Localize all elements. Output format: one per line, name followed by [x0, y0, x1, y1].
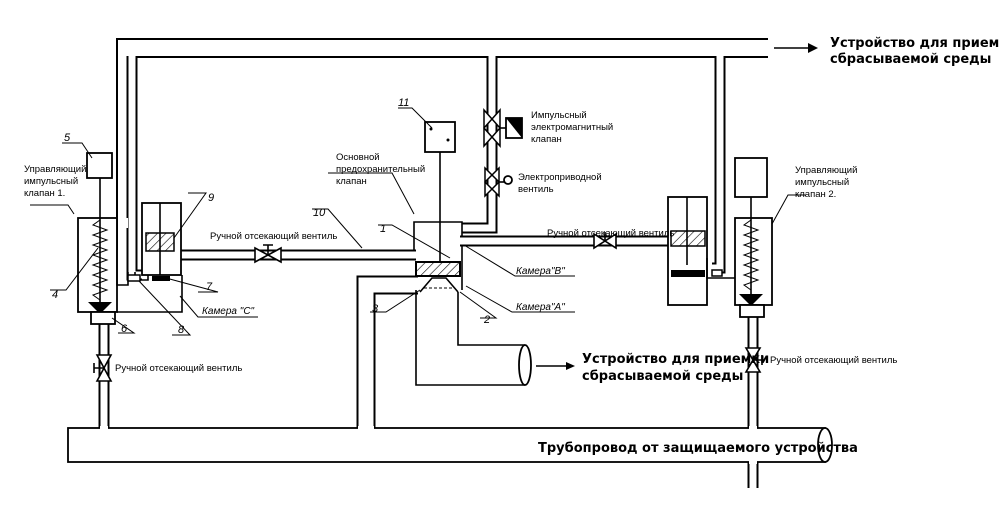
outlet-mid-label-1: Устройство для приемки: [582, 352, 769, 367]
number-10: 10: [313, 207, 326, 219]
outlet-mid-label-2: сбрасываемой среды: [582, 369, 743, 384]
manual-valve-right-top-label: Ручной отсекающий вентиль: [547, 228, 674, 239]
solenoid-valve-label-3: клапан: [531, 134, 562, 145]
main-pipe-label: Трубопровод от защищаемого устройства: [538, 441, 858, 456]
control-valve-1: [77, 152, 183, 325]
chamber-a-label: Камера"А": [516, 302, 565, 313]
control-valve-2-label-1: Управляющий: [795, 165, 857, 176]
motor-driven-valve: [483, 166, 513, 198]
labels: Устройство для приемки сбрасываемой сред…: [24, 36, 1000, 456]
manual-valve-left-top-label: Ручной отсекающий вентиль: [210, 231, 337, 242]
number-8: 8: [178, 324, 185, 336]
control-valve-2: [667, 157, 773, 318]
pipes: [67, 38, 833, 490]
control-valve-2-label-2: импульсный: [795, 177, 849, 188]
number-9: 9: [208, 192, 214, 204]
number-7: 7: [206, 281, 213, 293]
main-valve-label-3: клапан: [336, 176, 367, 187]
number-3: 3: [372, 303, 379, 315]
control-valve-1-label-1: Управляющий: [24, 164, 86, 175]
number-2: 2: [483, 314, 490, 326]
outlet-top-label-2: сбрасываемой среды: [830, 52, 991, 67]
chamber-b-label: Камера"В": [516, 266, 565, 277]
control-valve-2-label-3: клапан 2.: [795, 189, 836, 200]
manual-valve-left-bottom-label: Ручной отсекающий вентиль: [115, 363, 242, 374]
main-valve-label-1: Основной: [336, 152, 380, 163]
motor-valve-label-1: Электроприводной: [518, 172, 602, 183]
number-1: 1: [380, 223, 386, 235]
number-6: 6: [121, 323, 128, 335]
control-valve-1-label-2: импульсный: [24, 176, 78, 187]
solenoid-valve: [482, 108, 523, 148]
control-valve-1-label-3: клапан 1.: [24, 188, 65, 199]
solenoid-valve-label-1: Импульсный: [531, 110, 587, 121]
part-numbers: 1 2 3 4 5 6 7 8 9 10 11: [52, 97, 490, 336]
motor-valve-label-2: вентиль: [518, 184, 554, 195]
leader-lines: [30, 107, 806, 336]
main-safety-valve: [413, 121, 463, 293]
solenoid-valve-label-2: электромагнитный: [531, 122, 613, 133]
main-valve-label-2: предохранительный: [336, 164, 425, 175]
number-4: 4: [52, 289, 58, 301]
outlet-top-label-1: Устройство для приемки: [830, 36, 1000, 51]
chamber-c-label: Камера "С": [202, 306, 255, 317]
number-5: 5: [64, 132, 71, 144]
number-11: 11: [398, 97, 409, 109]
manual-valve-right-bottom-label: Ручной отсекающий вентиль: [770, 355, 897, 366]
manual-valves: [93, 232, 763, 382]
